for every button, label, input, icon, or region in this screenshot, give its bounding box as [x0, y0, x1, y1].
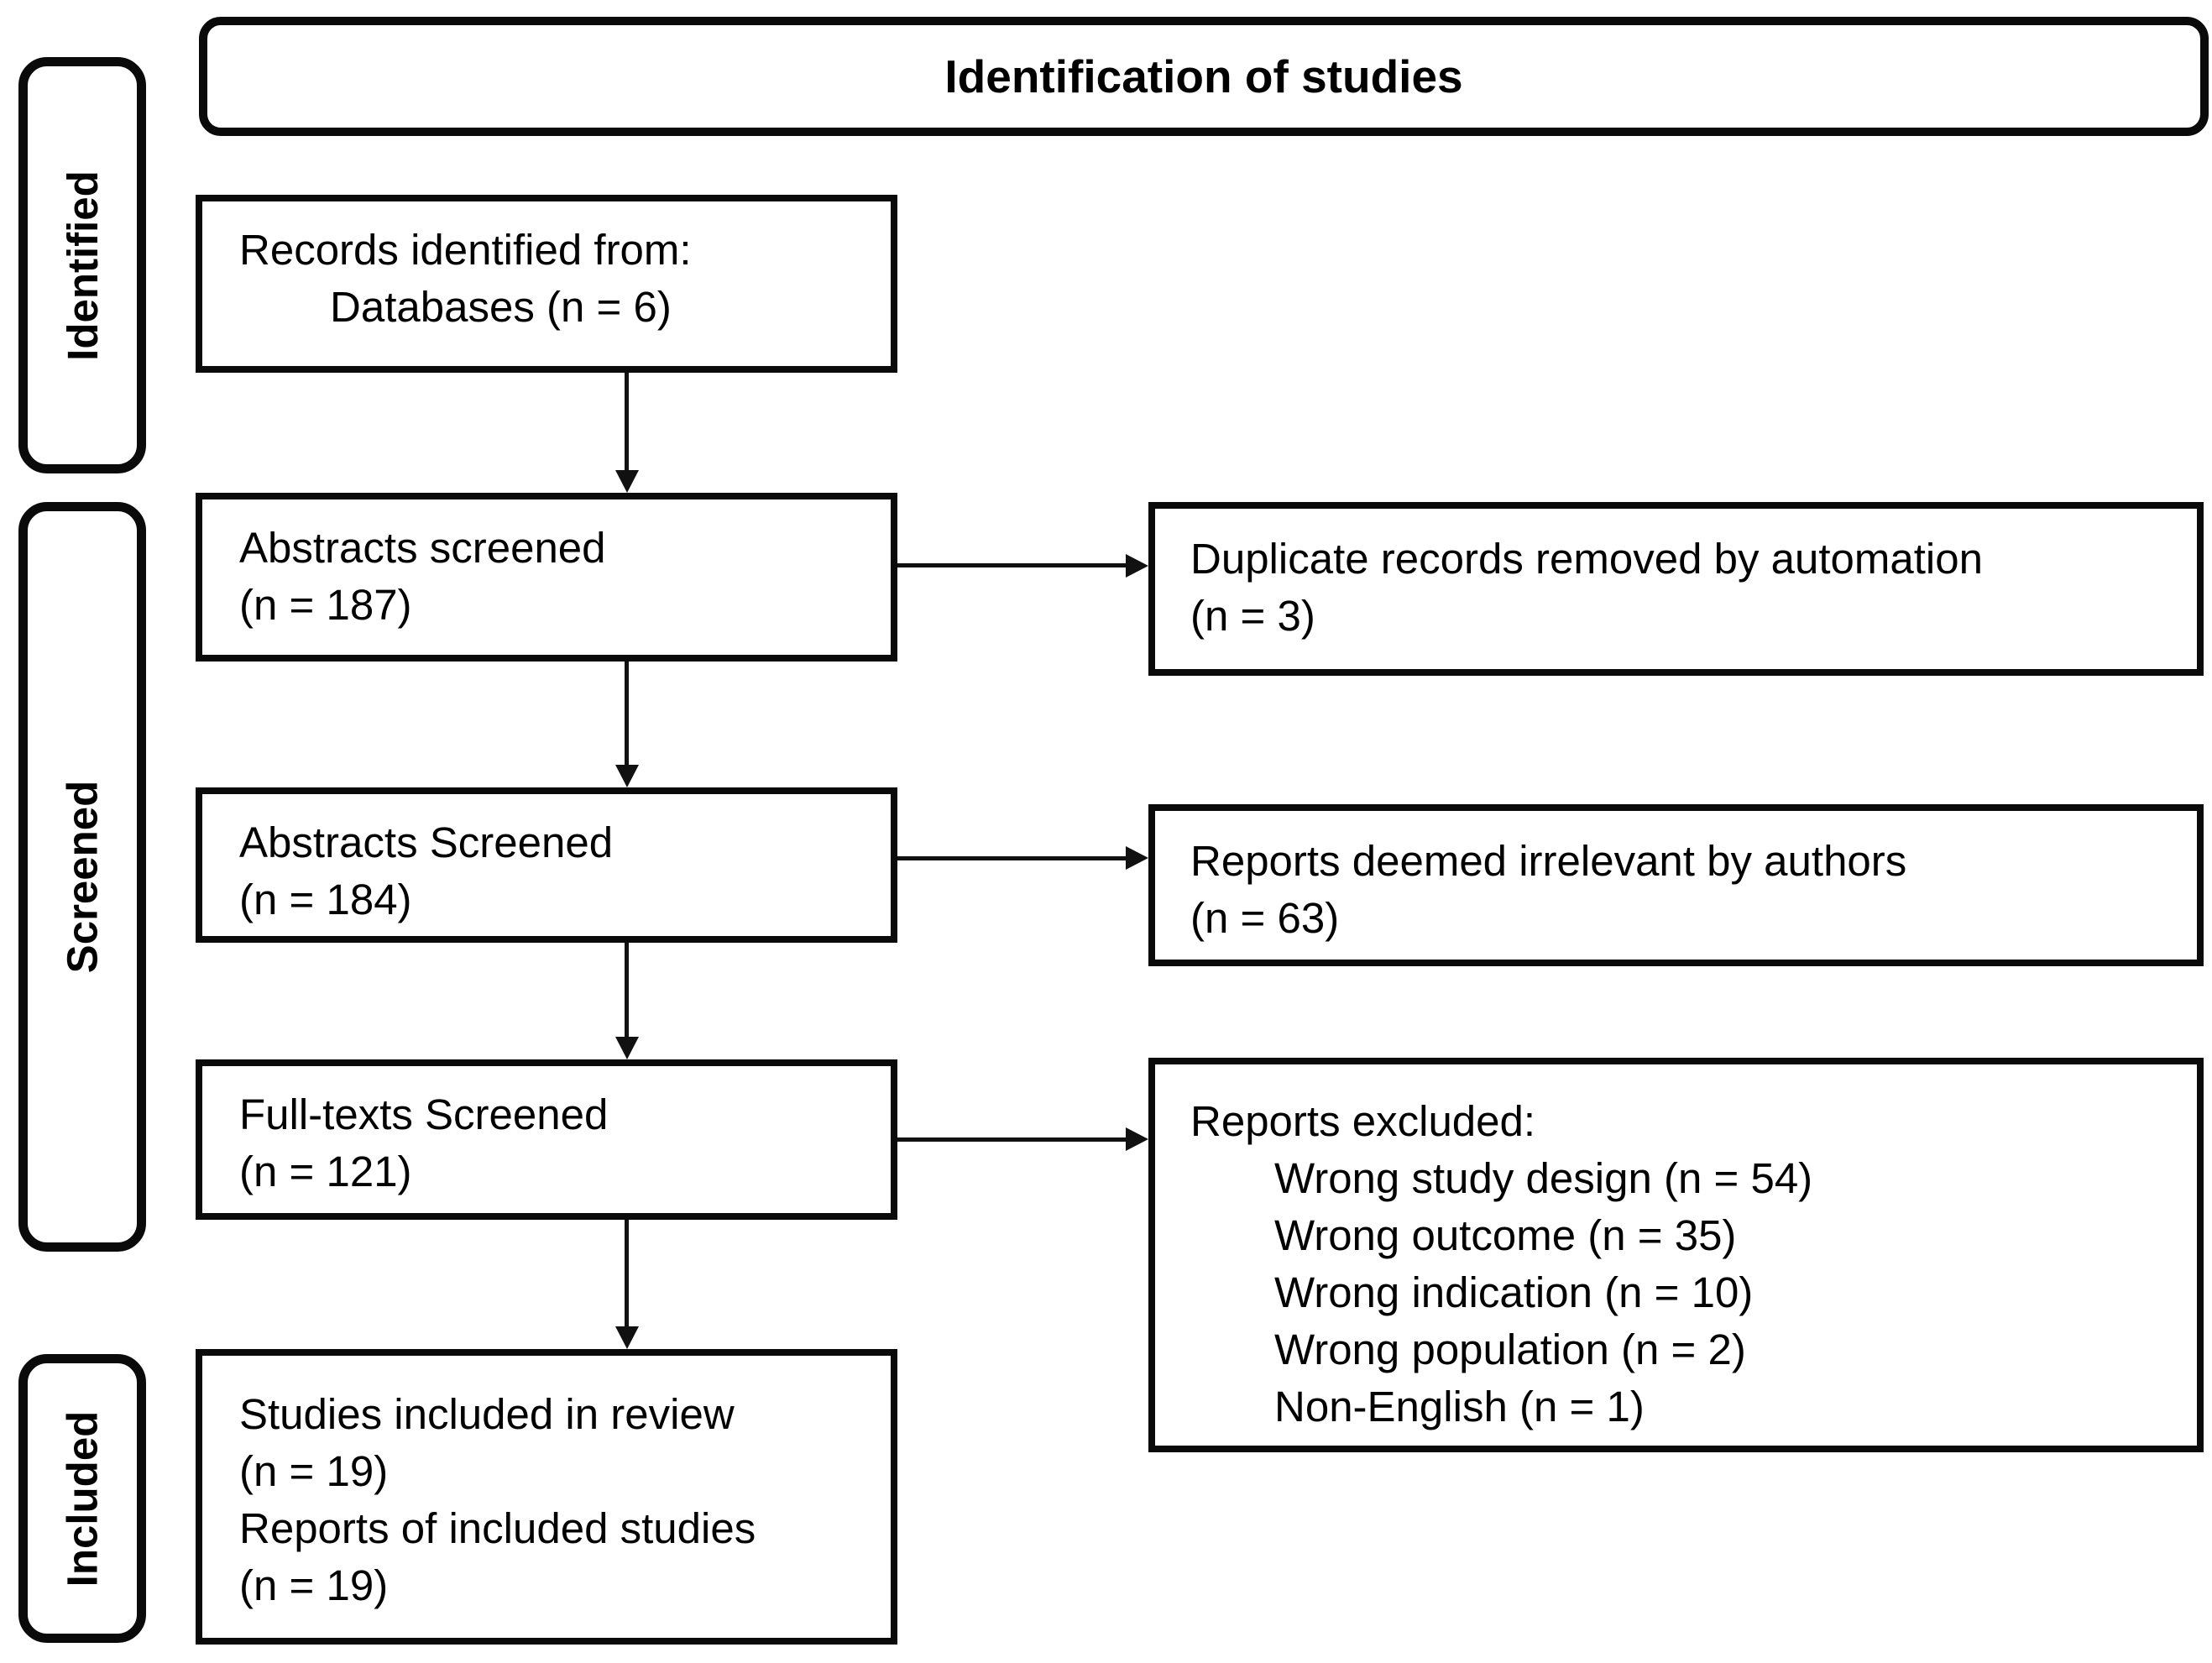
stage-box-included: Included — [18, 1354, 146, 1643]
abstracts-screened-187-line-1: Abstracts screened — [239, 524, 606, 572]
down-arrow-1-line — [625, 373, 629, 474]
studies-included-box: Studies included in review (n = 19) Repo… — [196, 1349, 897, 1645]
records-identified-box: Records identified from: Databases (n = … — [196, 195, 897, 373]
diagram-title: Identification of studies — [944, 50, 1463, 102]
reports-irrelevant-count: (n = 63) — [1190, 894, 1340, 942]
stage-label-screened: Screened — [58, 780, 107, 974]
side-arrow-2-head-icon — [1126, 846, 1148, 870]
full-texts-screened-box: Full-texts Screened (n = 121) — [196, 1059, 897, 1220]
down-arrow-3-line — [625, 943, 629, 1038]
side-arrow-3-head-icon — [1126, 1127, 1148, 1151]
records-identified-line-2: Databases (n = 6) — [330, 283, 672, 331]
full-texts-screened-count: (n = 121) — [239, 1148, 412, 1195]
stage-label-included: Included — [58, 1410, 107, 1587]
abstracts-screened-187-box: Abstracts screened (n = 187) — [196, 493, 897, 662]
identification-of-studies-header: Identification of studies — [199, 17, 2209, 136]
stage-box-identified: Identified — [18, 57, 146, 473]
down-arrow-2-head-icon — [615, 765, 639, 787]
side-arrow-2-line — [897, 856, 1127, 860]
down-arrow-4-head-icon — [615, 1326, 639, 1349]
excluded-reason-wrong-indication: Wrong indication (n = 10) — [1274, 1268, 1754, 1316]
reports-excluded-box: Reports excluded: Wrong study design (n … — [1148, 1058, 2204, 1452]
abstracts-screened-184-box: Abstracts Screened (n = 184) — [196, 787, 897, 943]
excluded-reason-non-english: Non-English (n = 1) — [1274, 1383, 1645, 1430]
excluded-reason-wrong-population: Wrong population (n = 2) — [1274, 1326, 1746, 1373]
reports-of-included-line: Reports of included studies — [239, 1504, 756, 1552]
studies-included-count: (n = 19) — [239, 1447, 389, 1495]
abstracts-screened-184-line-1: Abstracts Screened — [239, 818, 614, 866]
down-arrow-3-head-icon — [615, 1037, 639, 1059]
abstracts-screened-187-count: (n = 187) — [239, 581, 412, 629]
duplicates-removed-count: (n = 3) — [1190, 592, 1315, 640]
studies-included-line-1: Studies included in review — [239, 1390, 735, 1438]
reports-irrelevant-box: Reports deemed irrelevant by authors (n … — [1148, 804, 2204, 966]
reports-of-included-count: (n = 19) — [239, 1561, 389, 1609]
down-arrow-2-line — [625, 662, 629, 766]
side-arrow-1-line — [897, 563, 1127, 567]
reports-irrelevant-line-1: Reports deemed irrelevant by authors — [1190, 837, 1907, 885]
excluded-reason-wrong-outcome: Wrong outcome (n = 35) — [1274, 1211, 1737, 1259]
duplicates-removed-box: Duplicate records removed by automation … — [1148, 502, 2204, 676]
down-arrow-1-head-icon — [615, 470, 639, 493]
stage-box-screened: Screened — [18, 502, 146, 1252]
side-arrow-1-head-icon — [1126, 554, 1148, 578]
duplicates-removed-line-1: Duplicate records removed by automation — [1190, 535, 1983, 583]
side-arrow-3-line — [897, 1137, 1127, 1142]
full-texts-screened-line-1: Full-texts Screened — [239, 1090, 609, 1138]
abstracts-screened-184-count: (n = 184) — [239, 876, 412, 923]
down-arrow-4-line — [625, 1220, 629, 1328]
records-identified-line-1: Records identified from: — [239, 226, 692, 274]
stage-label-identified: Identified — [58, 170, 107, 361]
excluded-reason-wrong-study-design: Wrong study design (n = 54) — [1274, 1154, 1813, 1202]
reports-excluded-heading: Reports excluded: — [1190, 1097, 1536, 1145]
